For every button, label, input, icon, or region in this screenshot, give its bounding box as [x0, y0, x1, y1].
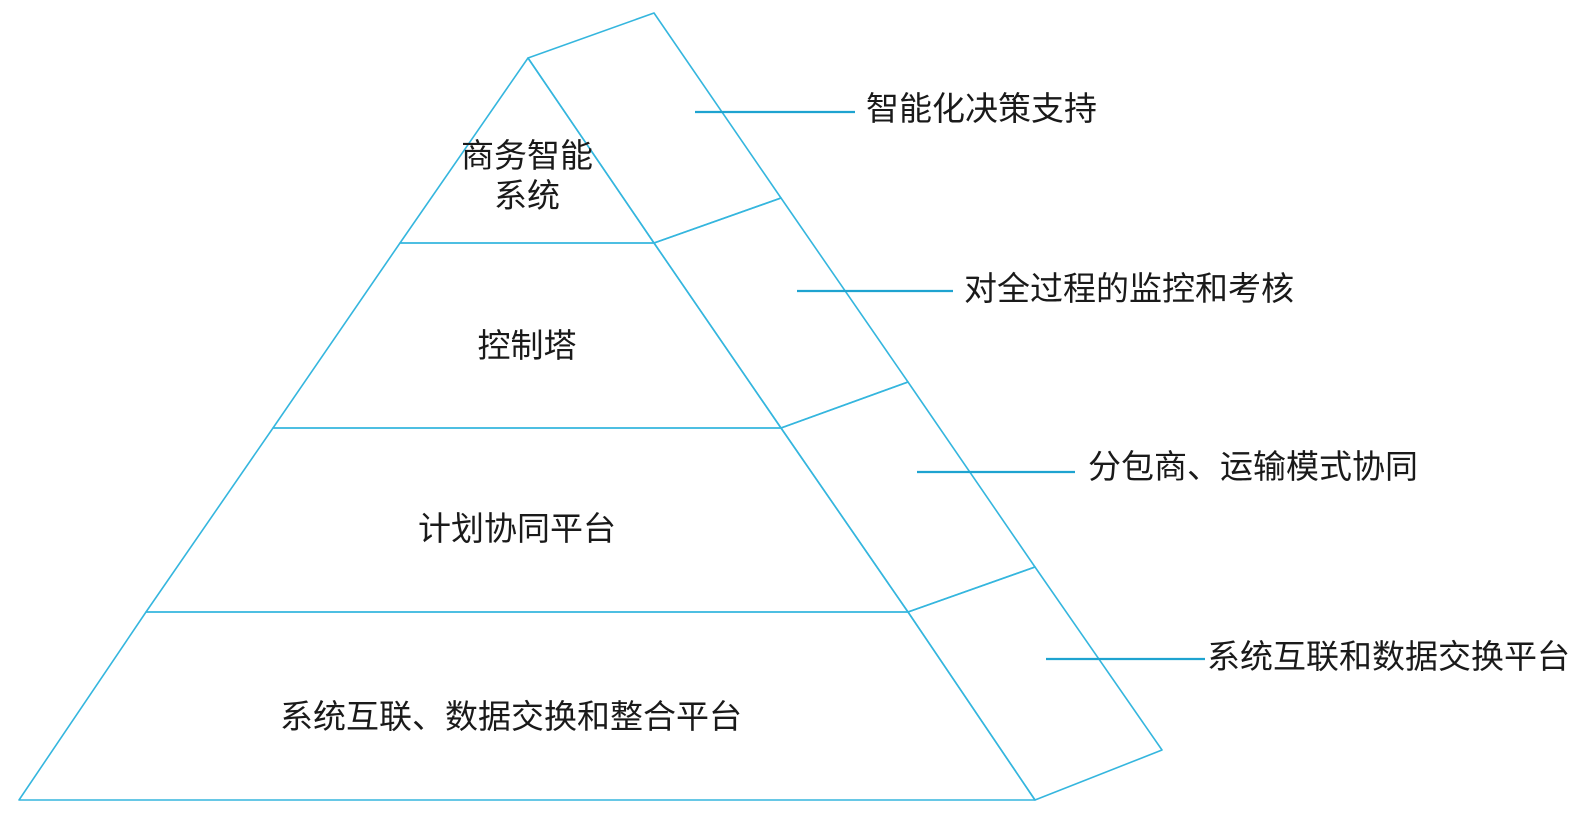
callout-label-1: 智能化决策支持	[866, 89, 1097, 128]
tier-label-1-line-2: 系统	[494, 176, 560, 215]
pyramid-side-tier-4	[907, 566, 1163, 801]
tier-label-3: 计划协同平台	[418, 509, 616, 548]
callout-label-3: 分包商、运输模式协同	[1088, 447, 1418, 486]
pyramid-side-tier-3	[780, 381, 1036, 613]
tier-label-2: 控制塔	[478, 326, 577, 365]
callout-label-4: 系统互联和数据交换平台	[1207, 637, 1570, 676]
tier-label-4: 系统互联、数据交换和整合平台	[280, 697, 742, 736]
tier-label-1-line-1: 商务智能	[461, 136, 593, 175]
pyramid-side-tier-1	[527, 12, 782, 244]
callout-label-2: 对全过程的监控和考核	[964, 269, 1294, 308]
pyramid-side-tier-2	[653, 197, 909, 429]
pyramid-front-tier-4	[18, 611, 1036, 801]
